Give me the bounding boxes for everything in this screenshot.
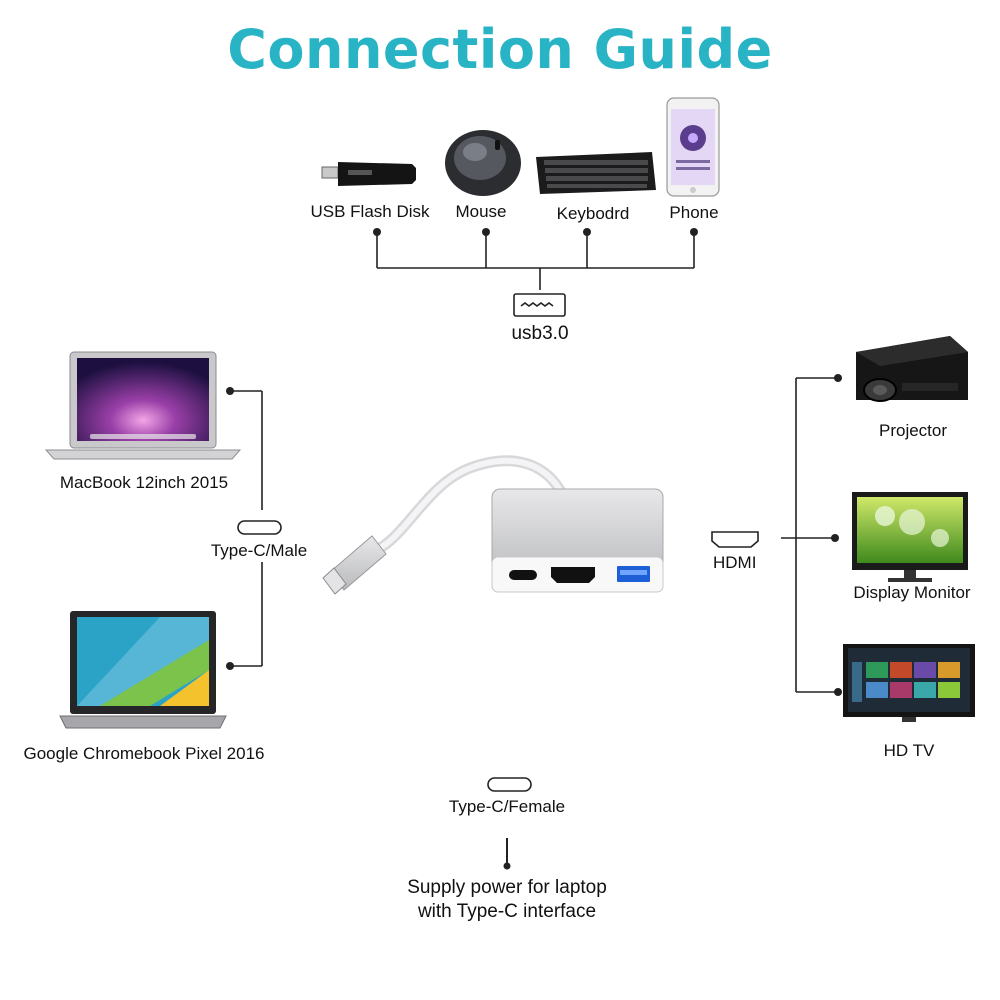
hdmi-label: HDMI (713, 553, 757, 572)
hdmi-port-icon (711, 531, 759, 548)
type-c-male-port-icon (237, 520, 282, 535)
chromebook-label: Google Chromebook Pixel 2016 (23, 744, 265, 763)
usb3-label: usb3.0 (511, 323, 569, 344)
supply-note-line-2: with Type-C interface (417, 901, 597, 922)
mouse-label: Mouse (455, 202, 507, 221)
chromebook-icon (59, 611, 227, 729)
type-c-male-label: Type-C/Male (210, 541, 308, 560)
usb-flash-drive-icon (321, 162, 416, 186)
usb-port-icon (513, 293, 566, 317)
keyboard-label: Keybodrd (556, 204, 630, 223)
usb-flash-disk-label: USB Flash Disk (310, 202, 430, 221)
macbook-dot (226, 387, 234, 395)
usb-flash-disk-dot (373, 228, 381, 236)
keyboard-icon (536, 152, 656, 194)
keyboard-dot (583, 228, 591, 236)
tv-icon (843, 644, 975, 722)
monitor-dot (831, 534, 839, 542)
mouse-dot (482, 228, 490, 236)
macbook-icon (44, 351, 242, 460)
monitor-icon (852, 492, 968, 582)
adapter-hub-image (322, 455, 664, 595)
projector-icon (856, 336, 968, 402)
usb-connector-lines (376, 232, 695, 290)
macbook-label: MacBook 12inch 2015 (59, 473, 229, 492)
tv-dot (834, 688, 842, 696)
phone-label: Phone (669, 203, 719, 222)
mouse-icon (445, 130, 521, 196)
type-c-female-label: Type-C/Female (448, 797, 566, 816)
chromebook-dot (226, 662, 234, 670)
page-title: Connection Guide (227, 18, 773, 81)
hd-tv-label: HD TV (883, 741, 935, 760)
display-connector-lines (781, 377, 838, 693)
projector-label: Projector (878, 421, 948, 440)
type-c-female-port-icon (487, 777, 532, 792)
phone-icon (666, 97, 720, 197)
phone-dot (690, 228, 698, 236)
projector-dot (834, 374, 842, 382)
supply-note-line-1: Supply power for laptop (407, 877, 607, 898)
laptop-connector-lines (230, 390, 263, 667)
supply-dot (503, 862, 511, 870)
display-monitor-label: Display Monitor (853, 583, 971, 602)
